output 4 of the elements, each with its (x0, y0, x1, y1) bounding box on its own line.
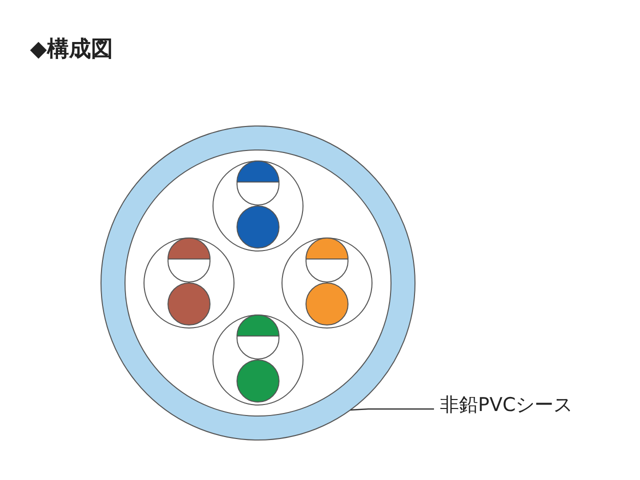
cable-sheath-ring (100, 126, 416, 440)
diagram-title: ◆構成図 (30, 36, 113, 64)
part-label: 非鉛PVCシース (440, 392, 573, 418)
leader-line (350, 408, 434, 411)
